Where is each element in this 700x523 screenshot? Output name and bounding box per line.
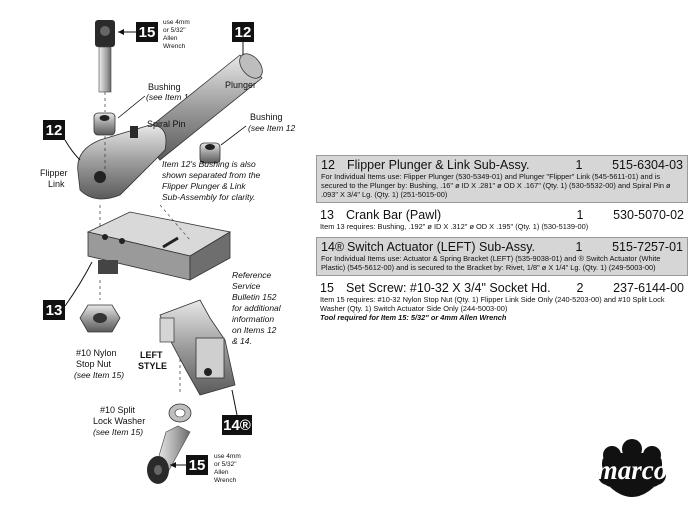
wrench-note-bottom-3: Allen <box>214 469 229 476</box>
part-qty: 2 <box>576 281 584 295</box>
wrench-note-top-2: or 5/32" <box>163 27 186 34</box>
marco-logo-text: marco <box>597 455 668 485</box>
lock-washer-label-3: (see Item 15) <box>93 427 143 437</box>
part-title: Set Screw: #10-32 X 3/4" Socket Hd. <box>346 281 551 295</box>
stop-nut-label-1: #10 Nylon <box>76 348 117 358</box>
left-style-label-2: STYLE <box>138 361 167 371</box>
flipper-link-label-1: Flipper <box>40 168 68 178</box>
service-bulletin-5: information <box>232 314 274 324</box>
badge-12-link: 12 <box>43 120 65 140</box>
badge-13: 13 <box>43 300 65 320</box>
wrench-note-bottom-1: use 4mm <box>214 453 241 460</box>
bottom-arrow-icon <box>170 462 186 468</box>
lock-washer-label-2: Lock Washer <box>93 416 145 426</box>
part-title: Crank Bar (Pawl) <box>346 208 442 222</box>
part-qty: 1 <box>576 208 584 222</box>
service-bulletin-2: Service <box>232 281 261 291</box>
part-catalog-number: 237-6144-00 <box>613 281 684 295</box>
badge-13-leader <box>64 261 93 307</box>
part-note: For Individual Items use: Flipper Plunge… <box>321 172 671 199</box>
bushing-12-ref: (see Item 12 <box>248 123 296 133</box>
svg-text:14®: 14® <box>223 417 251 434</box>
bushing-13 <box>93 112 116 136</box>
spiral-pin-label: Spiral Pin <box>147 119 186 129</box>
service-bulletin-6: on Items 12 <box>232 325 277 335</box>
item12-note-1: Item 12's Bushing is also <box>162 159 256 169</box>
stop-nut-label-2: Stop Nut <box>76 359 112 369</box>
nylon-stop-nut <box>79 304 121 333</box>
parts-list: 12 Flipper Plunger & Link Sub-Assy. 1 51… <box>316 155 688 328</box>
part-note: Item 13 requires: Bushing, .192" ø ID X … <box>320 222 589 231</box>
part-note: Item 15 requires: #10-32 Nylon Stop Nut … <box>320 295 665 313</box>
wrench-note-bottom-4: Wrench <box>214 477 237 484</box>
part-number-label: 12 <box>321 158 335 172</box>
bottom-set-screw <box>147 425 191 484</box>
flipper-link-label-2: Link <box>48 179 65 189</box>
tool-required-note: Tool required for Item 15: 5/32" or 4mm … <box>320 313 507 322</box>
marco-logo: marco <box>597 439 668 497</box>
part-catalog-number: 515-6304-03 <box>612 158 683 172</box>
top-set-screw <box>95 20 115 93</box>
badge-15-top: 15 <box>136 22 158 42</box>
badge-14: 14® <box>222 415 252 435</box>
svg-text:12: 12 <box>46 122 63 139</box>
bushing-12-leader <box>220 125 247 146</box>
bushing-13-ref: (see Item 13) <box>146 92 196 102</box>
part-title: Switch Actuator (LEFT) Sub-Assy. <box>347 240 536 254</box>
bushing-12-label: Bushing <box>250 112 283 122</box>
part-catalog-number: 530-5070-02 <box>613 208 684 222</box>
part-row-15: 15 Set Screw: #10-32 X 3/4" Socket Hd. 2… <box>316 279 688 325</box>
flipper-plunger <box>139 53 263 161</box>
wrench-note-bottom-2: or 5/32" <box>214 461 237 468</box>
split-lock-washer <box>168 403 192 423</box>
svg-text:12: 12 <box>235 24 252 41</box>
item12-note-4: Sub-Assembly for clarity. <box>162 192 255 202</box>
crank-guide-line <box>159 204 191 241</box>
svg-text:15: 15 <box>139 24 156 41</box>
badge-12-plunger: 12 <box>232 22 254 42</box>
item12-note-2: shown separated from the <box>162 170 261 180</box>
badge-15-bottom: 15 <box>186 455 208 475</box>
svg-text:15: 15 <box>189 457 206 474</box>
wrench-note-top-1: use 4mm <box>163 19 190 26</box>
service-bulletin-1: Reference <box>232 270 271 280</box>
bushing-13-label: Bushing <box>148 82 181 92</box>
part-qty: 1 <box>575 240 583 254</box>
wrench-note-top-4: Wrench <box>163 43 186 50</box>
part-note: For Individual Items use: Actuator & Spr… <box>321 254 661 272</box>
bushing-13-leader <box>117 95 146 119</box>
svg-text:13: 13 <box>46 302 63 319</box>
part-row-14: 14® Switch Actuator (LEFT) Sub-Assy. 1 5… <box>316 237 688 276</box>
left-style-label-1: LEFT <box>140 350 163 360</box>
top-arrow-icon <box>118 29 136 35</box>
lock-washer-label-1: #10 Split <box>100 405 136 415</box>
switch-actuator-left <box>159 299 236 396</box>
wrench-note-top-3: Allen <box>163 35 178 42</box>
part-catalog-number: 515-7257-01 <box>612 240 683 254</box>
part-row-12: 12 Flipper Plunger & Link Sub-Assy. 1 51… <box>316 155 688 203</box>
item12-note-3: Flipper Plunger & Link <box>162 181 246 191</box>
part-title: Flipper Plunger & Link Sub-Assy. <box>347 158 530 172</box>
part-number-label: 15 <box>320 281 334 295</box>
bushing-12 <box>199 142 221 164</box>
service-bulletin-4: for additional <box>232 303 282 313</box>
service-bulletin-3: Bulletin 152 <box>232 292 277 302</box>
plunger-label: Plunger <box>225 80 256 90</box>
crank-bar <box>86 211 232 281</box>
badge-14-leader <box>231 389 238 416</box>
flipper-link <box>77 124 167 200</box>
service-bulletin-7: & 14. <box>232 336 252 346</box>
part-number-label: 13 <box>320 208 334 222</box>
part-number-label: 14® <box>321 240 345 254</box>
badge-12-link-leader <box>64 139 81 161</box>
stop-nut-label-3: (see Item 15) <box>74 370 124 380</box>
part-qty: 1 <box>575 158 583 172</box>
part-row-13: 13 Crank Bar (Pawl) 1 530-5070-02 Item 1… <box>316 206 688 234</box>
